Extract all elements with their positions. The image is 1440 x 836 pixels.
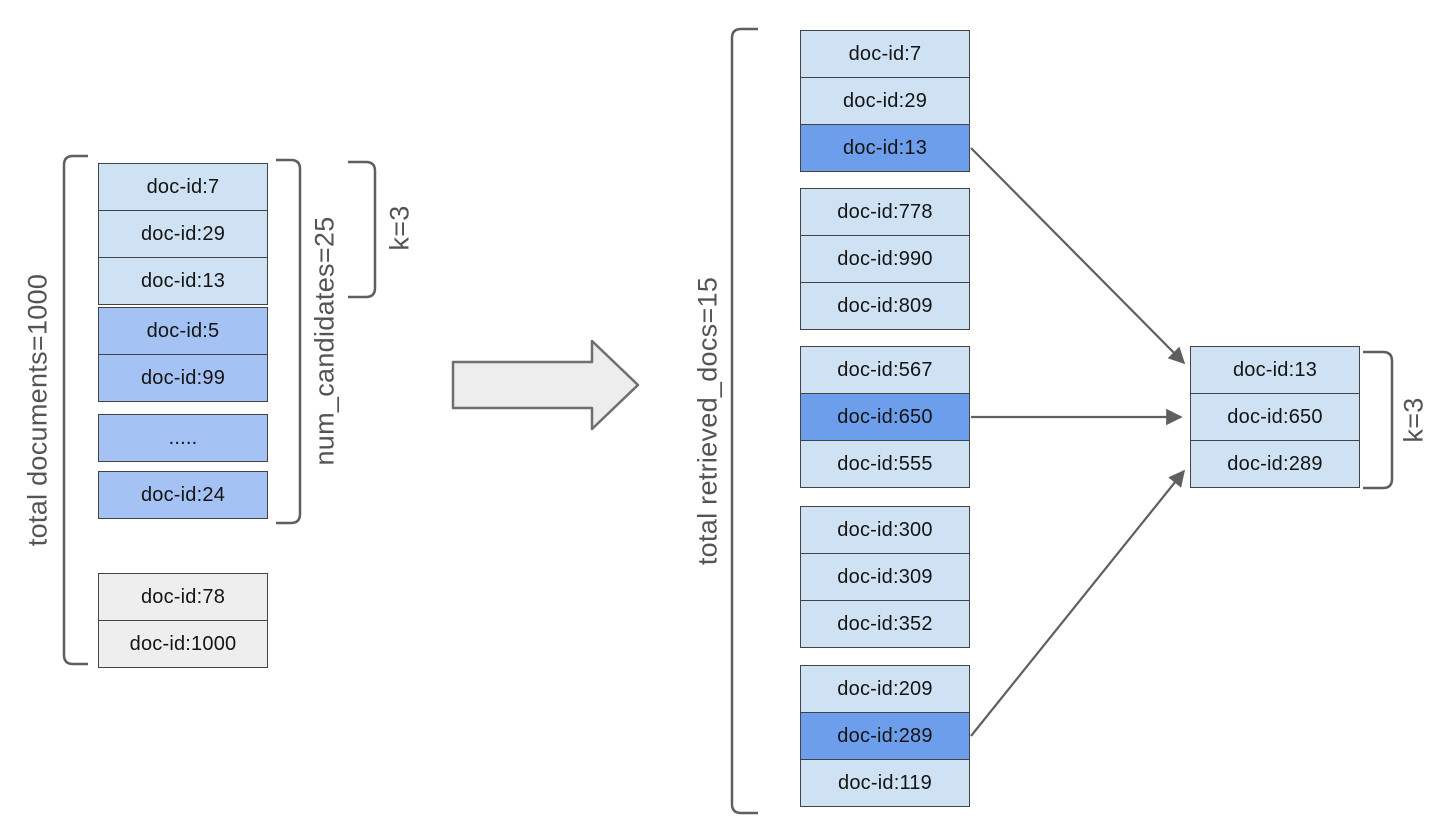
retrieved-doc-box: doc-id:309	[800, 553, 970, 601]
label-k-result: k=3	[1398, 397, 1429, 443]
retrieved-doc-box-selected: doc-id:289	[800, 712, 970, 760]
bracket-total-retrieved	[730, 27, 758, 815]
bracket-num-candidates	[276, 158, 302, 525]
result-doc-box: doc-id:13	[1190, 346, 1360, 394]
connector-doc13	[970, 147, 1186, 365]
bracket-k-left	[348, 160, 377, 299]
candidate-doc-box-ellipsis: .....	[98, 414, 268, 462]
retrieved-doc-box: doc-id:7	[800, 30, 970, 78]
non-candidate-doc-box: doc-id:1000	[98, 620, 268, 668]
retrieved-doc-box: doc-id:300	[800, 506, 970, 554]
retrieved-doc-box: doc-id:352	[800, 600, 970, 648]
candidate-doc-box: doc-id:5	[98, 307, 268, 355]
connector-doc289	[970, 469, 1186, 737]
transform-arrow	[451, 339, 640, 431]
result-doc-box: doc-id:650	[1190, 393, 1360, 441]
candidate-doc-box: doc-id:7	[98, 163, 268, 211]
candidate-doc-box: doc-id:24	[98, 471, 268, 519]
result-doc-box: doc-id:289	[1190, 440, 1360, 488]
retrieved-doc-box: doc-id:567	[800, 346, 970, 394]
label-k-left: k=3	[384, 205, 415, 251]
label-total-retrieved: total retrieved_docs=15	[692, 276, 723, 566]
bracket-k-result	[1363, 350, 1394, 490]
retrieved-doc-box: doc-id:809	[800, 282, 970, 330]
retrieved-doc-box: doc-id:119	[800, 759, 970, 807]
retrieved-doc-box: doc-id:555	[800, 440, 970, 488]
label-total-documents: total documents=1000	[22, 273, 53, 547]
candidate-doc-box: doc-id:29	[98, 210, 268, 258]
retrieved-doc-box-selected: doc-id:650	[800, 393, 970, 441]
candidate-doc-box: doc-id:99	[98, 354, 268, 402]
retrieved-doc-box: doc-id:990	[800, 235, 970, 283]
label-num-candidates: num_candidates=25	[309, 216, 340, 466]
non-candidate-doc-box: doc-id:78	[98, 573, 268, 621]
retrieved-doc-box: doc-id:778	[800, 188, 970, 236]
retrieved-doc-box: doc-id:29	[800, 77, 970, 125]
retrieved-doc-box: doc-id:209	[800, 665, 970, 713]
candidate-doc-box: doc-id:13	[98, 257, 268, 305]
bracket-total-documents	[62, 154, 88, 666]
retrieved-doc-box-selected: doc-id:13	[800, 124, 970, 172]
